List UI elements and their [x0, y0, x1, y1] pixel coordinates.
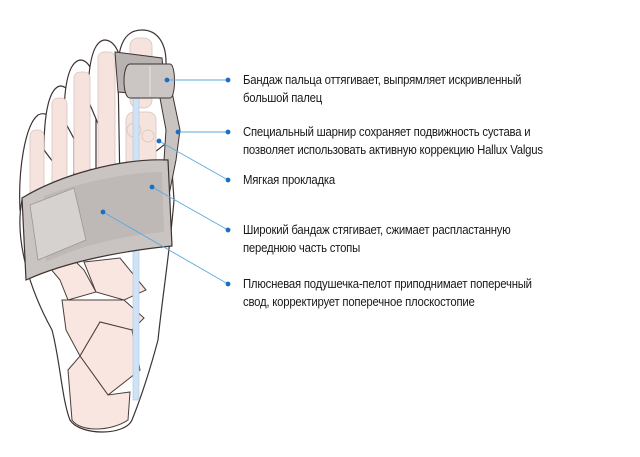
callout-line: Мягкая прокладка — [243, 172, 336, 187]
callout-wide-bandage: Широкий бандаж стягивает, сжимает распла… — [243, 221, 578, 257]
callout-line: большой палец — [243, 90, 323, 105]
callout-line: Широкий бандаж стягивает, сжимает распла… — [243, 222, 511, 237]
callout-soft-pad: Мягкая прокладка — [243, 171, 578, 189]
callout-line: переднюю часть стопы — [243, 240, 361, 255]
toe-bandage — [114, 51, 175, 99]
callout-metatarsal-pad: Плюсневая подушечка-пелот приподнимает п… — [243, 275, 578, 311]
wide-bandage — [21, 159, 173, 281]
callout-line: Плюсневая подушечка-пелот приподнимает п… — [243, 276, 532, 291]
callout-line: позволяет использовать активную коррекци… — [243, 142, 543, 157]
callout-hinge: Специальный шарнир сохраняет подвижность… — [243, 123, 578, 159]
callout-line: свод, корректирует поперечное плоскостоп… — [243, 294, 475, 309]
callout-line: Специальный шарнир сохраняет подвижность… — [243, 124, 531, 139]
connector-dots — [100, 77, 231, 287]
callout-toe-bandage: Бандаж пальца оттягивает, выпрямляет иск… — [243, 71, 578, 107]
tarsal-bones — [44, 257, 147, 430]
callout-line: Бандаж пальца оттягивает, выпрямляет иск… — [243, 72, 522, 87]
callout-connectors — [102, 79, 229, 285]
